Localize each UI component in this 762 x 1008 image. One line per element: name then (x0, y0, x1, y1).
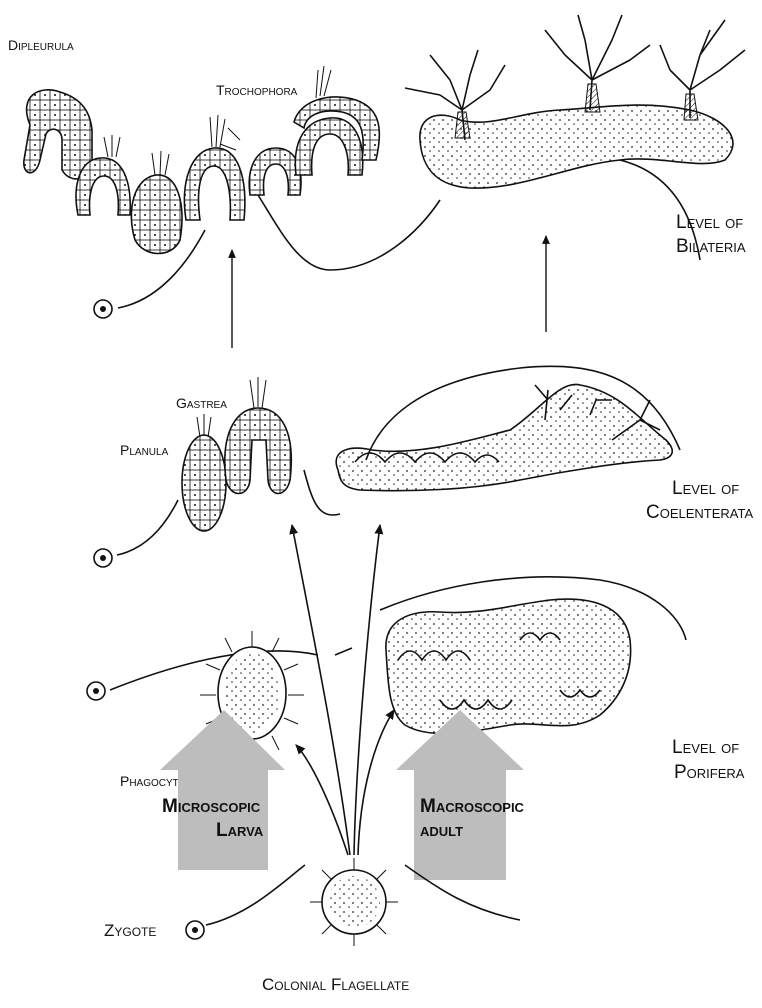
zygote-marker-top (94, 300, 112, 318)
zygote-marker-bottom (186, 921, 204, 939)
colonial-flagellate (310, 858, 398, 946)
label-gastrea: Gastrea (176, 395, 227, 411)
label-dipleurula: Dipleurula (8, 37, 74, 53)
zygote-marker-mid (94, 549, 112, 567)
trochophora-lobe-1 (249, 148, 301, 195)
planula-larva (182, 414, 226, 531)
label-level-bilateria-1: Level of (676, 212, 743, 233)
gastrea-larva (225, 377, 291, 494)
label-level-porifera-2: Porifera (674, 762, 745, 783)
coelenterata-adult (336, 384, 672, 490)
radiating-arrows (292, 525, 394, 855)
larva-lobe-4 (184, 148, 244, 220)
label-microscopic-1: Microscopic (162, 796, 261, 817)
tentacle-right (660, 20, 745, 118)
label-zygote: Zygote (104, 921, 156, 940)
trochophora-lobe-2 (295, 118, 362, 175)
larva-lobe-3 (131, 175, 182, 254)
label-macroscopic-1: Macroscopic (420, 796, 525, 817)
bilateria-adult (405, 15, 745, 188)
label-macroscopic-2: adult (420, 820, 463, 841)
bilateria-larvae-chain (24, 66, 380, 254)
dipleurula-larva (24, 90, 92, 179)
label-trochophora: Trochophora (216, 82, 298, 98)
label-level-bilateria-2: Bilateria (676, 236, 746, 257)
label-level-porifera-1: Level of (672, 737, 739, 758)
larva-lobe-2 (76, 158, 130, 215)
zygote-marker-low (87, 682, 105, 700)
porifera-adult (386, 599, 631, 733)
label-level-coelenterata-1: Level of (672, 478, 739, 499)
macroscopic-arrow (396, 710, 524, 880)
label-planula: Planula (120, 442, 169, 458)
label-level-coelenterata-2: Coelenterata (646, 502, 753, 523)
label-colonial-flagellate: Colonial Flagellate (262, 975, 409, 994)
label-microscopic-2: Larva (216, 820, 264, 841)
